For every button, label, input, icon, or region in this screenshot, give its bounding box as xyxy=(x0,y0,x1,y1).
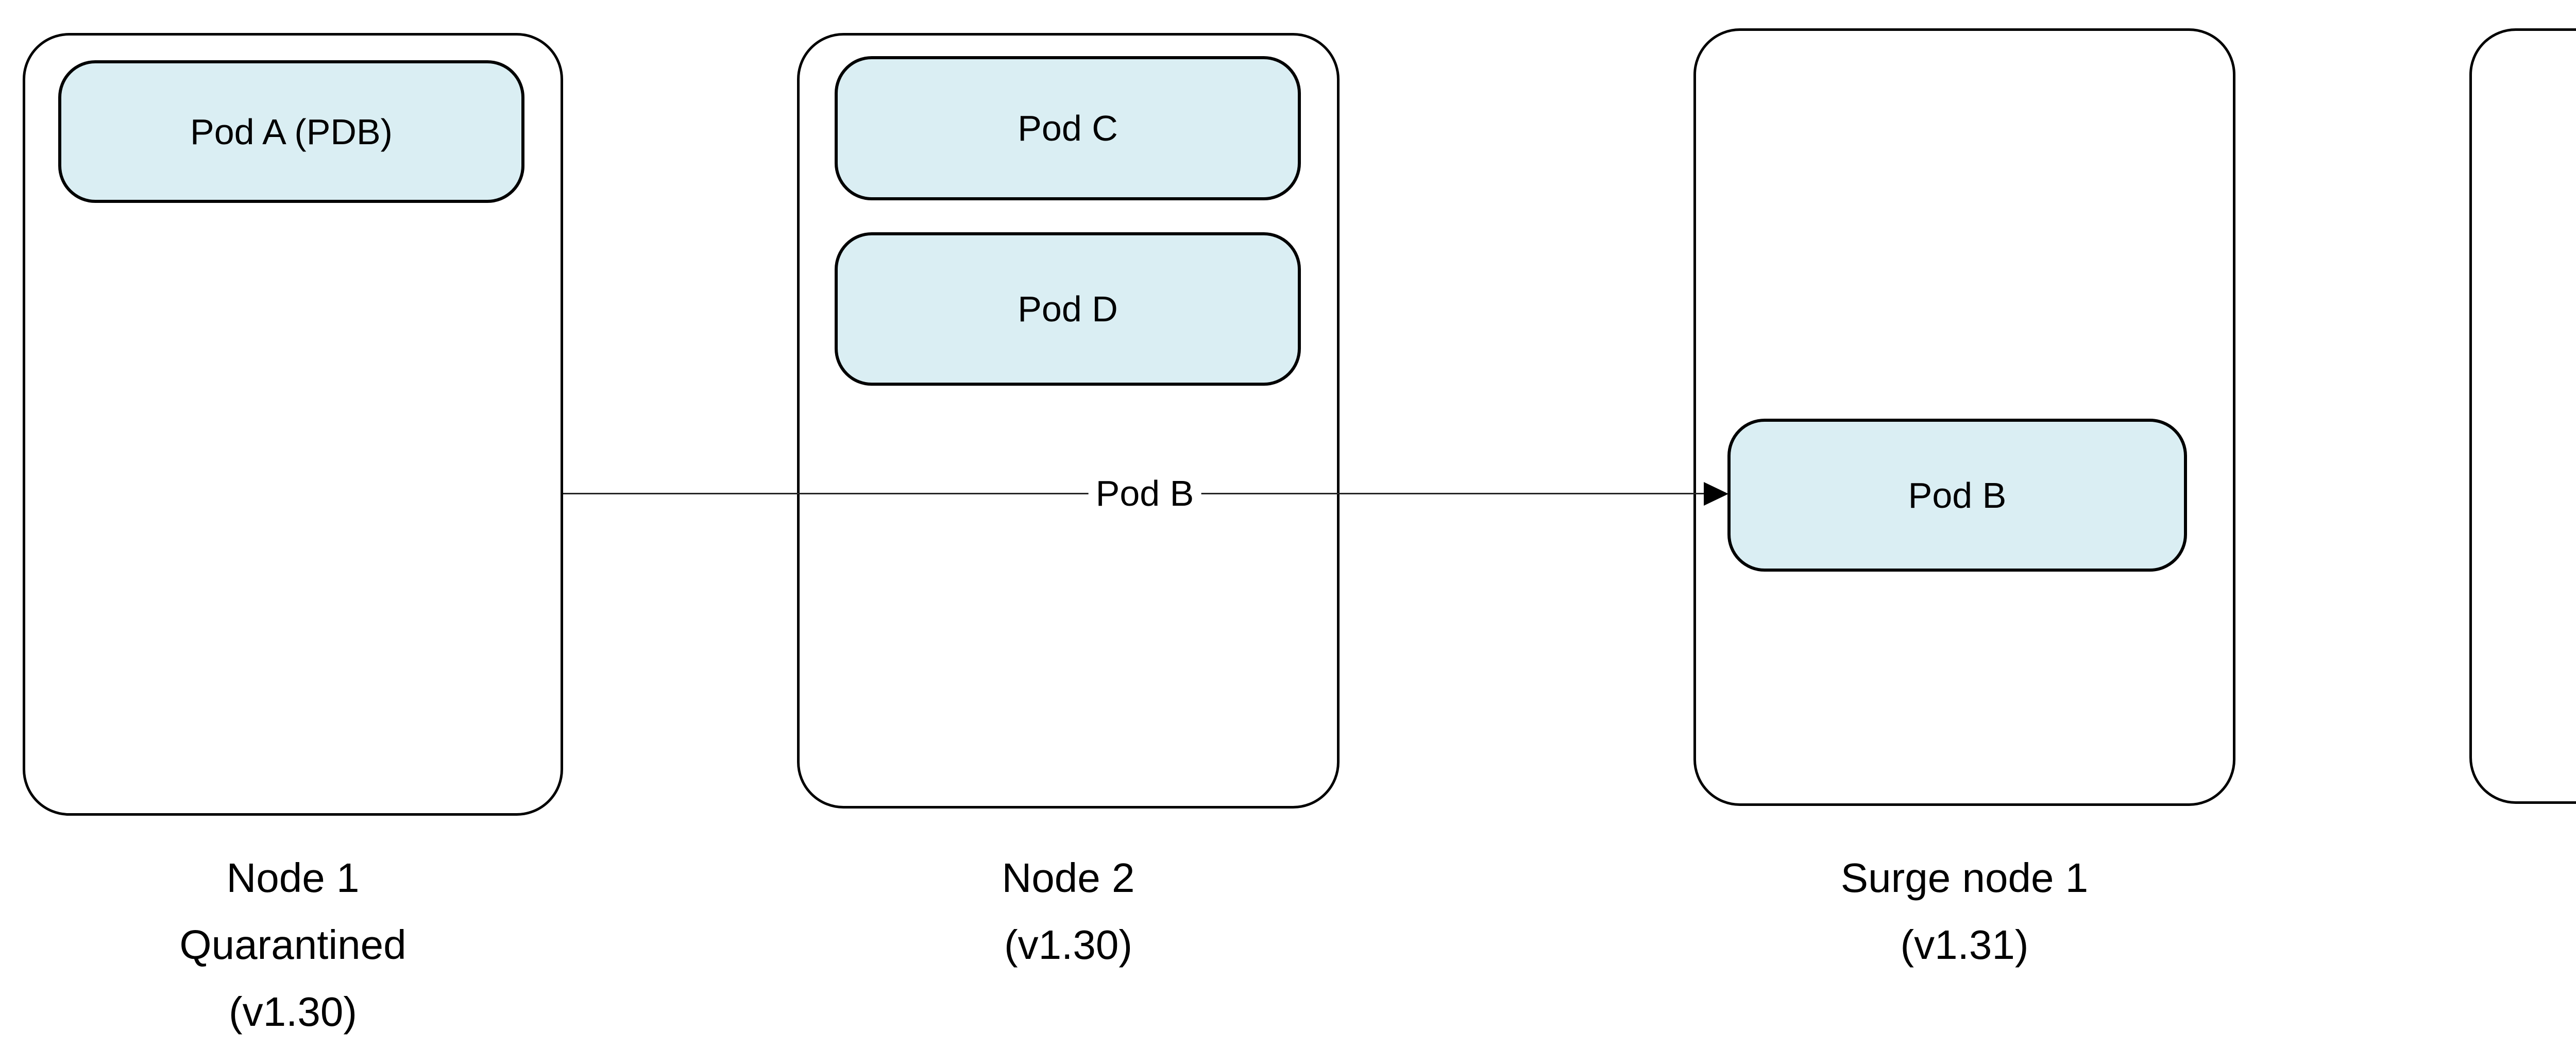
surge-node-1-caption: Surge node 1 (v1.31) xyxy=(1693,845,2235,978)
pod-b-label: Pod B xyxy=(1908,475,2007,515)
surge-node-1-box: Pod B xyxy=(1693,28,2235,806)
surge-node-2-box xyxy=(2469,28,2576,804)
caption-line: (v1.31) xyxy=(1900,922,2029,968)
pod-d: Pod D xyxy=(835,232,1301,386)
pod-c: Pod C xyxy=(835,56,1301,200)
caption-line: Node 1 xyxy=(226,855,360,901)
pod-c-label: Pod C xyxy=(1018,108,1118,148)
node-1-caption: Node 1 Quarantined (v1.30) xyxy=(23,845,563,1045)
node-1-box: Pod A (PDB) xyxy=(23,33,563,816)
caption-line: Surge node 2 xyxy=(2469,845,2576,912)
pod-b: Pod B xyxy=(1727,419,2187,572)
caption-line: (v1.31) xyxy=(2469,912,2576,978)
node-2-caption: Node 2 (v1.30) xyxy=(797,845,1340,978)
caption-line: Node 2 xyxy=(1002,855,1135,901)
caption-line: (v1.30) xyxy=(1004,922,1132,968)
caption-line: Surge node 1 xyxy=(1840,855,2089,901)
surge-node-2-caption: Surge node 2 (v1.31) xyxy=(2469,845,2576,978)
arrowhead-right-icon xyxy=(1704,482,1728,506)
pod-a-label: Pod A (PDB) xyxy=(190,111,393,152)
caption-line: Quarantined xyxy=(179,922,406,968)
pod-a: Pod A (PDB) xyxy=(58,60,524,203)
node-2-box: Pod C Pod D xyxy=(797,33,1340,809)
connector-label: Pod B xyxy=(1088,471,1201,516)
caption-line: (v1.30) xyxy=(229,989,357,1035)
pod-d-label: Pod D xyxy=(1018,289,1118,329)
